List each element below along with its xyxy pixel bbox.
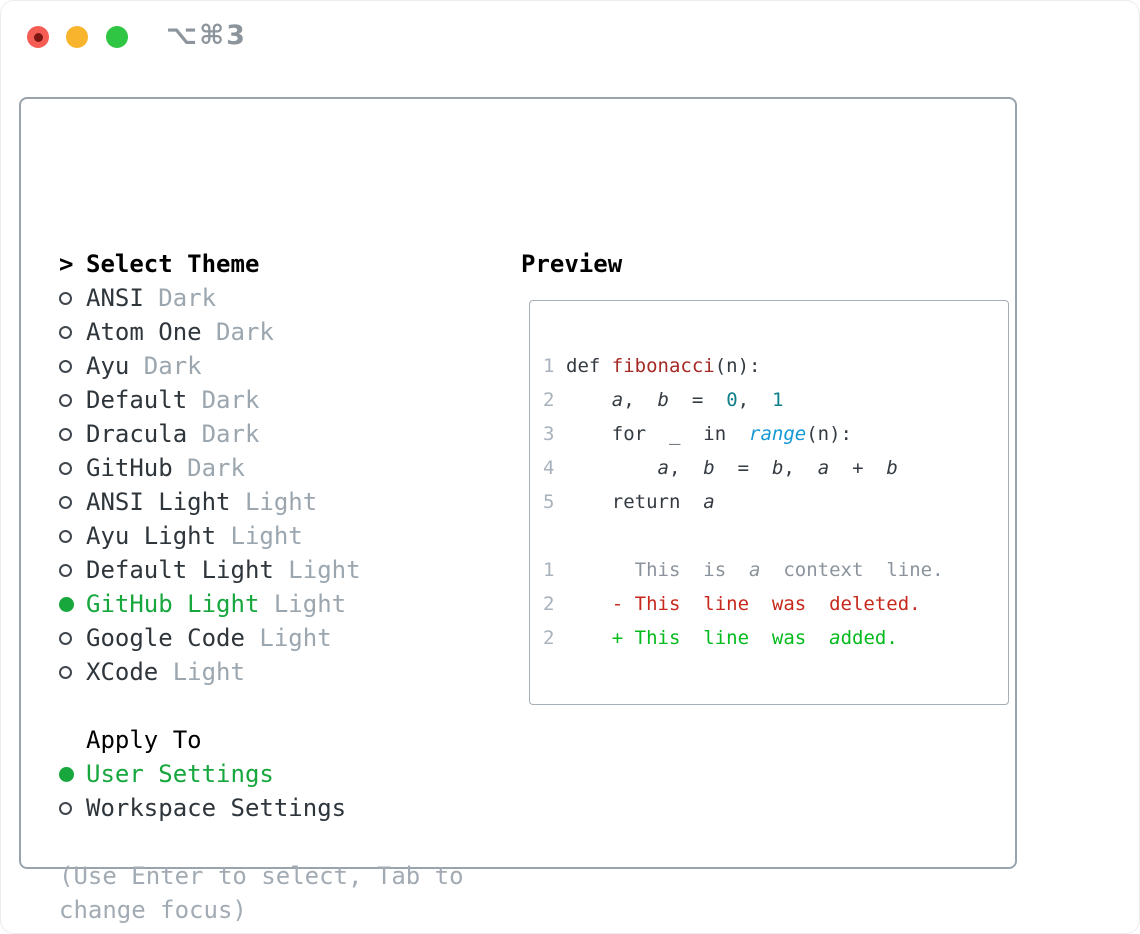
radio-icon bbox=[59, 801, 72, 815]
minimize-button[interactable] bbox=[66, 26, 88, 48]
radio-icon bbox=[59, 529, 72, 543]
close-button[interactable] bbox=[27, 26, 49, 48]
theme-variant: Dark bbox=[143, 284, 217, 312]
apply-to-header: Apply To bbox=[59, 723, 479, 757]
line-number: 2 bbox=[543, 593, 555, 615]
radio-icon bbox=[59, 359, 72, 373]
line-number: 4 bbox=[543, 457, 555, 479]
theme-variant: Light bbox=[230, 488, 318, 516]
theme-option-ayu[interactable]: Ayu Dark bbox=[59, 349, 479, 383]
theme-name: Default Light bbox=[86, 556, 274, 584]
theme-option-default[interactable]: Default Dark bbox=[59, 383, 479, 417]
line-number: 1 bbox=[543, 355, 555, 377]
radio-selected-icon bbox=[59, 596, 74, 612]
theme-variant: Light bbox=[273, 556, 361, 584]
theme-variant: Dark bbox=[187, 420, 260, 448]
radio-selected-icon bbox=[59, 766, 74, 782]
select-theme-header: > Select Theme bbox=[59, 247, 479, 281]
radio-icon bbox=[59, 563, 72, 577]
window-title: ⌥⌘3 bbox=[166, 20, 247, 51]
theme-variant: Light bbox=[259, 590, 347, 618]
theme-name: GitHub Light bbox=[86, 590, 260, 618]
preview-title: Preview bbox=[521, 250, 623, 278]
code-line bbox=[543, 519, 944, 553]
theme-name: Ayu Light bbox=[86, 522, 217, 550]
code-line: 1 This is a context line. bbox=[543, 553, 944, 587]
theme-option-github-light[interactable]: GitHub Light Light bbox=[59, 587, 479, 621]
theme-name: Default bbox=[86, 386, 188, 414]
line-number: 3 bbox=[543, 423, 555, 445]
theme-name: Google Code bbox=[86, 624, 245, 652]
theme-option-xcode[interactable]: XCode Light bbox=[59, 655, 479, 689]
radio-icon bbox=[59, 393, 72, 407]
theme-option-google-code[interactable]: Google Code Light bbox=[59, 621, 479, 655]
radio-icon bbox=[59, 495, 72, 509]
code-line: 5 return a bbox=[543, 485, 944, 519]
theme-option-atom-one[interactable]: Atom One Dark bbox=[59, 315, 479, 349]
theme-option-ayu-light[interactable]: Ayu Light Light bbox=[59, 519, 479, 553]
line-number: 1 bbox=[543, 559, 555, 581]
theme-variant: Light bbox=[158, 658, 245, 686]
theme-name: ANSI bbox=[86, 284, 144, 312]
theme-option-ansi[interactable]: ANSI Dark bbox=[59, 281, 479, 315]
radio-icon bbox=[59, 631, 72, 645]
theme-option-default-light[interactable]: Default Light Light bbox=[59, 553, 479, 587]
radio-icon bbox=[59, 325, 72, 339]
apply-option-label: Workspace Settings bbox=[86, 794, 347, 822]
line-number: 2 bbox=[543, 627, 555, 649]
theme-option-ansi-light[interactable]: ANSI Light Light bbox=[59, 485, 479, 519]
radio-icon bbox=[59, 665, 72, 679]
apply-option-user-settings[interactable]: User Settings bbox=[59, 757, 479, 791]
theme-name: Ayu bbox=[86, 352, 130, 380]
apply-to-title: Apply To bbox=[86, 726, 202, 754]
select-theme-title: Select Theme bbox=[86, 250, 260, 278]
theme-option-dracula[interactable]: Dracula Dark bbox=[59, 417, 479, 451]
radio-icon bbox=[59, 427, 72, 441]
apply-option-label: User Settings bbox=[86, 760, 274, 788]
theme-name: XCode bbox=[86, 658, 159, 686]
line-number: 5 bbox=[543, 491, 555, 513]
code-line: 4 a, b = b, a + b bbox=[543, 451, 944, 485]
theme-name: GitHub bbox=[86, 454, 173, 482]
theme-variant: Dark bbox=[129, 352, 202, 380]
line-number: 2 bbox=[543, 389, 555, 411]
theme-variant: Dark bbox=[172, 454, 245, 482]
theme-variant: Dark bbox=[187, 386, 260, 414]
theme-variant: Dark bbox=[201, 318, 274, 346]
theme-option-github[interactable]: GitHub Dark bbox=[59, 451, 479, 485]
unsaved-changes-dot-icon bbox=[33, 32, 43, 42]
radio-icon bbox=[59, 291, 72, 305]
theme-name: Atom One bbox=[86, 318, 202, 346]
code-line: 2 + This line was added. bbox=[543, 621, 944, 655]
keyboard-hint: (Use Enter to select, Tab to change focu… bbox=[59, 862, 464, 924]
apply-option-workspace-settings[interactable]: Workspace Settings bbox=[59, 791, 479, 825]
radio-icon bbox=[59, 461, 72, 475]
code-line: 3 for _ in range(n): bbox=[543, 417, 944, 451]
selection-cursor-icon: > bbox=[59, 250, 74, 278]
zoom-button[interactable] bbox=[106, 26, 128, 48]
theme-variant: Light bbox=[244, 624, 332, 652]
theme-name: Dracula bbox=[86, 420, 188, 448]
code-line: 2 a, b = 0, 1 bbox=[543, 383, 944, 417]
theme-variant: Light bbox=[216, 522, 303, 550]
theme-name: ANSI Light bbox=[86, 488, 231, 516]
code-line: 2 - This line was deleted. bbox=[543, 587, 944, 621]
